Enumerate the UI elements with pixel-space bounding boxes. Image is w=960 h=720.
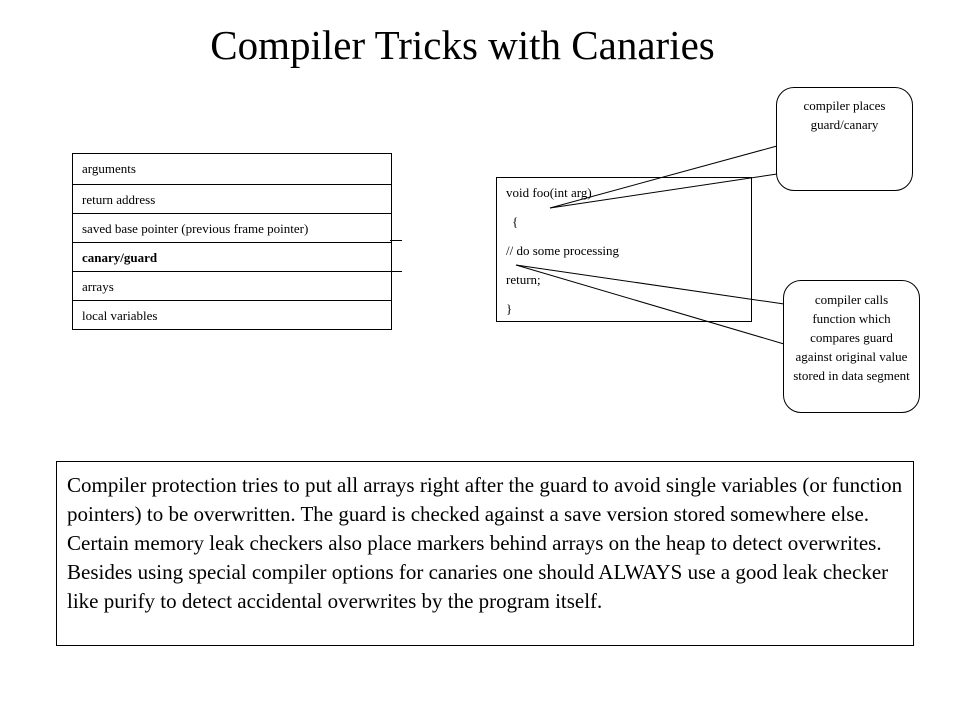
stack-row-return-address: return address bbox=[73, 184, 391, 213]
stack-row-arrays: arrays bbox=[73, 271, 391, 300]
code-box: void foo(int arg) { // do some processin… bbox=[496, 177, 752, 322]
callout-guard-placement: compiler places guard/canary bbox=[776, 87, 913, 191]
stack-row-saved-base-pointer: saved base pointer (previous frame point… bbox=[73, 213, 391, 242]
stack-row-local-variables: local variables bbox=[73, 300, 391, 329]
guard-top-marker bbox=[390, 240, 402, 241]
code-line-comment: // do some processing bbox=[506, 243, 620, 258]
explanation-text-box: Compiler protection tries to put all arr… bbox=[56, 461, 914, 646]
code-line-open-brace: { bbox=[512, 214, 519, 229]
code-line-signature: void foo(int arg) bbox=[506, 185, 592, 200]
code-line-close-brace: } bbox=[506, 301, 513, 316]
callout-guard-check: compiler calls function which compares g… bbox=[783, 280, 920, 413]
slide-title: Compiler Tricks with Canaries bbox=[210, 22, 715, 68]
guard-bottom-marker bbox=[390, 271, 402, 272]
stack-row-canary-guard: canary/guard bbox=[73, 242, 391, 271]
stack-row-arguments: arguments bbox=[82, 161, 136, 176]
code-line-return: return; bbox=[506, 272, 541, 287]
stack-frame-diagram: arguments return address saved base poin… bbox=[72, 153, 392, 330]
